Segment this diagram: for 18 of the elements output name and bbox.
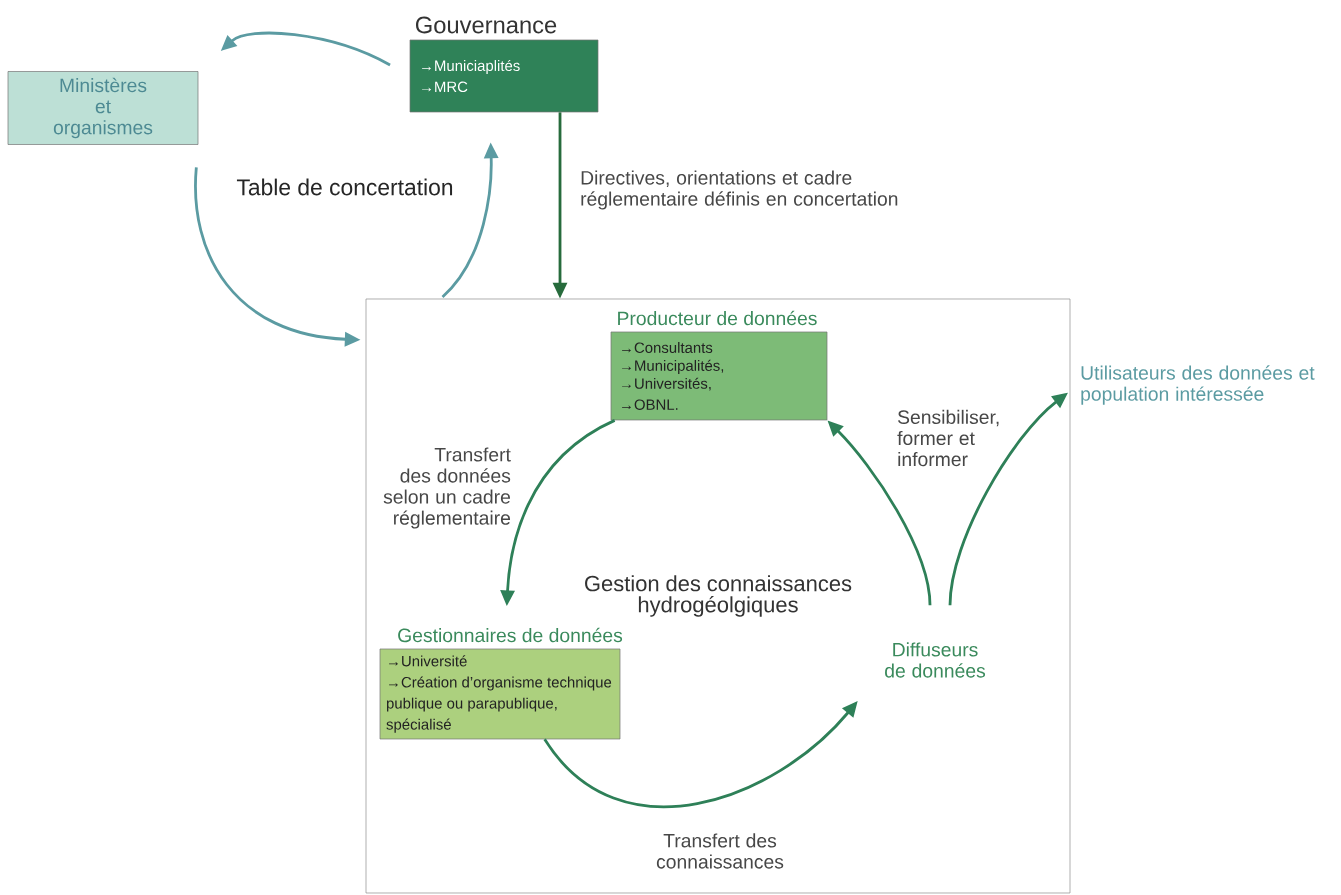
list-box: →Municiaplités →MRC <box>409 39 599 113</box>
node-text: Diffuseurs de données <box>885 642 986 678</box>
edge-label: Sensibiliser, former et informer <box>897 409 999 467</box>
diagram-label: Table de concertation <box>236 178 453 196</box>
node-label: →Consultants <box>622 342 713 354</box>
node-label: →Universités, <box>622 377 711 391</box>
box-heading: Gouvernance <box>416 16 557 34</box>
edge-label: Transfert des connaissances <box>656 833 784 869</box>
text-box: Ministères et organismes <box>7 71 199 145</box>
edge-label: Transfert des données selon un cadre réglementaire <box>383 447 511 529</box>
list-box: →Consultants →Municipalités, →Universités, →OBNL. <box>610 331 828 421</box>
node-text: Utilisateurs des données et population intéressée <box>1081 365 1315 405</box>
node-label: →Municipalités, <box>622 359 724 374</box>
box-heading: Producteur de données <box>618 310 817 326</box>
edge-label: Directives, orientations et cadre réglementaire définis en concertation <box>581 170 898 210</box>
list-box: →Université →Création d’organisme technique publique ou parapublique, spécialisé <box>379 648 621 740</box>
box-heading: Gestionnaires de données <box>398 627 623 643</box>
node-label: →OBNL. <box>622 399 678 410</box>
